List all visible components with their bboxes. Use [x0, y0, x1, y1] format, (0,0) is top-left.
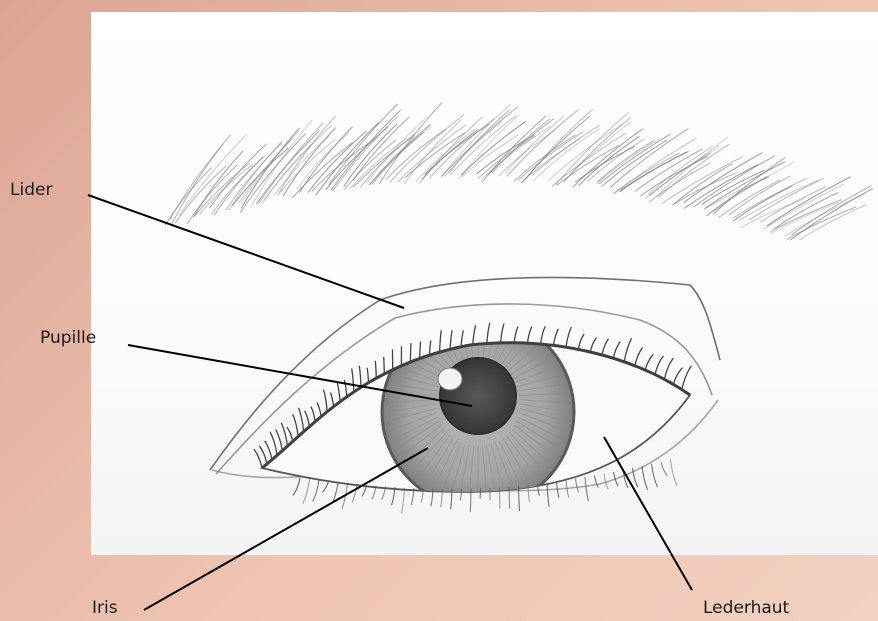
- eyebrow: [165, 102, 873, 240]
- label-iris: Iris: [92, 598, 118, 618]
- label-lider: Lider: [10, 180, 52, 200]
- label-lederhaut: Lederhaut: [703, 598, 789, 618]
- label-pupille: Pupille: [40, 328, 96, 348]
- pupil-highlight: [438, 368, 462, 390]
- leader-line-lider: [88, 195, 404, 308]
- leader-line-lederhaut: [604, 437, 692, 590]
